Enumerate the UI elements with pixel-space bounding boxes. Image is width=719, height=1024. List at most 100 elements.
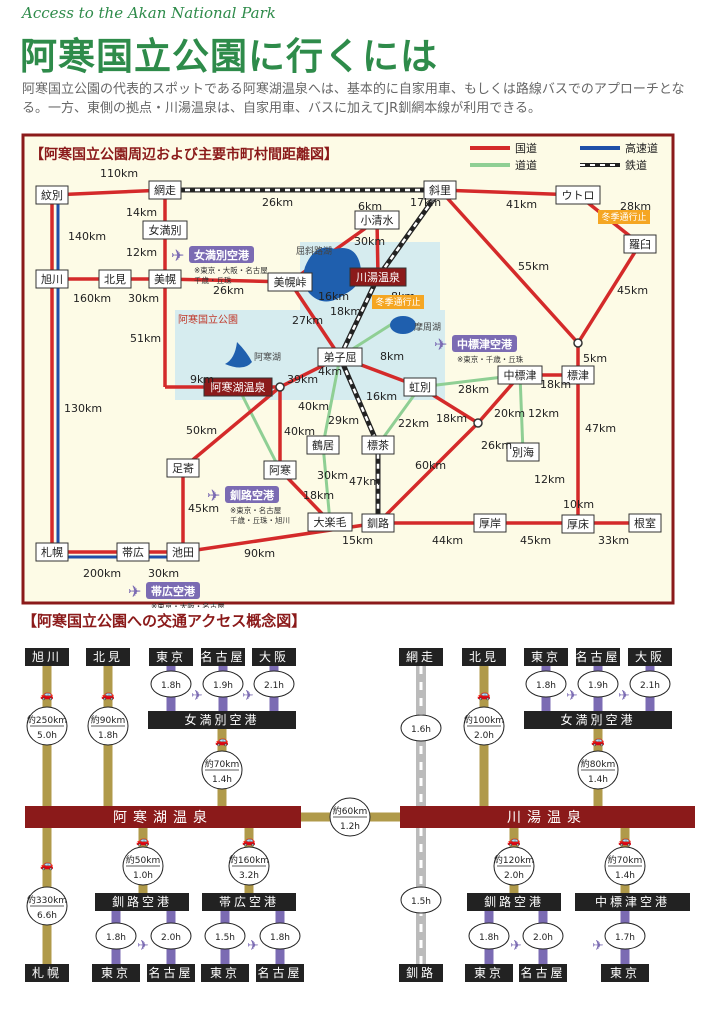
national-road <box>288 281 342 358</box>
distance-label: 41km <box>506 198 537 211</box>
airport-nakashibetsu-label: 中標津空港 <box>595 894 670 909</box>
town-box-asahikawa <box>35 269 69 289</box>
rail-abashiri-time: 1.6h <box>411 725 431 735</box>
legend-label: 鉄道 <box>625 158 647 172</box>
city-北見-label: 北見 <box>93 650 123 664</box>
airport-obihiro-label: 帯広空港 <box>219 895 279 909</box>
winter-closed-label: 冬季通行止 <box>601 211 646 223</box>
town-label-akan: 阿寒 <box>269 463 291 477</box>
airplane-icon: ✈ <box>242 688 254 704</box>
national-road <box>181 385 282 470</box>
town-box-akan <box>263 460 297 480</box>
prefectural-road <box>321 356 342 446</box>
city-kitami-right-label: 北見 <box>469 650 499 664</box>
route-nakashibetsu-dist: 約70km <box>608 854 642 866</box>
city-名古屋-box <box>519 964 567 982</box>
town-box-teshikaga <box>317 347 363 367</box>
town-label-nijibetsu: 虹別 <box>409 381 431 394</box>
airport-nakashibetsu-box <box>575 893 690 911</box>
distance-label: 27km <box>292 314 323 327</box>
hub-link-dist: 約60km <box>333 805 367 817</box>
distance-label: 12km <box>534 473 565 486</box>
airport-box-obihiro <box>146 582 200 599</box>
distance-label: 47km <box>585 422 616 435</box>
airplane-icon: ✈ <box>171 246 184 265</box>
city-sapporo-box <box>25 964 69 982</box>
town-label-shari: 斜里 <box>429 184 451 197</box>
city-名古屋-label: 名古屋 <box>148 965 193 980</box>
lake-akan-label: 阿寒湖 <box>254 351 281 363</box>
town-label-akkeshi: 厚岸 <box>479 517 501 530</box>
city-東京-label: 東京 <box>156 650 186 664</box>
town-label-betsukai: 別海 <box>512 445 534 459</box>
flight-名古屋-oval <box>522 922 564 950</box>
legend-label: 国道 <box>515 141 537 155</box>
flight-東京-oval <box>525 670 567 698</box>
city-kushiro-rail-label: 釧路 <box>406 965 436 980</box>
airport-name-nakashibetsu: 中標津空港 <box>457 337 513 351</box>
airplane-icon: ✈ <box>592 938 604 954</box>
distance-label: 30km <box>354 235 385 248</box>
city-東京-label: 東京 <box>531 650 561 664</box>
distance-label: 18km <box>303 489 334 502</box>
distance-label: 29km <box>328 414 359 427</box>
flight-東京-time: 1.8h <box>161 681 181 691</box>
lake-kussharo-label: 屈斜路湖 <box>296 245 332 257</box>
town-label-sapporo: 札幌 <box>41 545 63 559</box>
winter-closed-tag <box>598 210 650 224</box>
route-obihiro-time: 3.2h <box>239 871 259 881</box>
distance-label: 47km <box>349 475 380 488</box>
airport-name-kushiro: 釧路空港 <box>229 488 275 502</box>
airport-kushiro-right-box <box>467 893 561 911</box>
rail-abashiri-oval <box>400 714 442 742</box>
lake-mashu-label: 摩周湖 <box>414 321 441 333</box>
junction-dot <box>573 338 583 348</box>
airport-memanbetsu-left-box <box>148 711 296 729</box>
town-label-utoro: ウトロ <box>562 189 595 202</box>
distance-label: 28km <box>620 200 651 213</box>
access-title: 【阿寒国立公園への交通アクセス概念図】 <box>22 612 306 630</box>
route-旭川-dist: 約250km <box>27 714 67 726</box>
airplane-icon: ✈ <box>128 582 141 601</box>
town-label-ikeda: 池田 <box>172 546 194 559</box>
town-box-shari <box>423 180 457 200</box>
distance-label: 20km <box>494 407 525 420</box>
flight-名古屋-time: 1.8h <box>270 933 290 943</box>
hub-akanko-label: 阿寒湖温泉 <box>113 809 213 826</box>
airport-kushiro-left-label: 釧路空港 <box>112 894 172 909</box>
flight-東京-oval <box>95 922 137 950</box>
legend-label: 高速道 <box>625 141 658 155</box>
distance-label: 30km <box>148 567 179 580</box>
city-名古屋-label: 名古屋 <box>257 965 302 980</box>
town-label-otanoshike: 大楽毛 <box>314 515 347 529</box>
distance-label: 12km <box>528 407 559 420</box>
national-road <box>51 188 166 197</box>
airport-kushiro-right-label: 釧路空港 <box>484 894 544 909</box>
town-label-bihoro: 美幌 <box>154 272 176 286</box>
city-abashiri-box <box>399 648 443 666</box>
city-東京-box <box>524 648 568 666</box>
airport-routes: ※東京・大阪・名古屋 <box>194 265 268 275</box>
prefectural-road <box>518 374 525 453</box>
page-title: 阿寒国立公園に行くには <box>20 35 438 78</box>
car-icon: 🚗 <box>215 734 229 747</box>
distance-label: 4km <box>318 365 342 378</box>
hub-link-time: 1.2h <box>340 822 360 832</box>
flight-東京-oval <box>468 922 510 950</box>
distance-label: 26km <box>481 439 512 452</box>
car-icon: 🚗 <box>618 834 632 847</box>
town-label-teshikaga: 弟子屈 <box>324 351 357 364</box>
lake-akan <box>225 342 252 368</box>
town-box-hamanaka <box>561 514 595 534</box>
distance-label: 160km <box>73 292 111 305</box>
distance-label: 14km <box>126 206 157 219</box>
car-icon: 🚗 <box>40 858 54 871</box>
airplane-icon: ✈ <box>510 938 522 954</box>
airplane-icon: ✈ <box>434 335 447 354</box>
airport-box-kushiro <box>225 486 279 503</box>
flight-名古屋-time: 1.9h <box>588 681 608 691</box>
car-icon: 🚗 <box>40 688 54 701</box>
distance-label: 22km <box>398 417 429 430</box>
junction-dot <box>473 418 483 428</box>
distance-label: 130km <box>64 402 102 415</box>
